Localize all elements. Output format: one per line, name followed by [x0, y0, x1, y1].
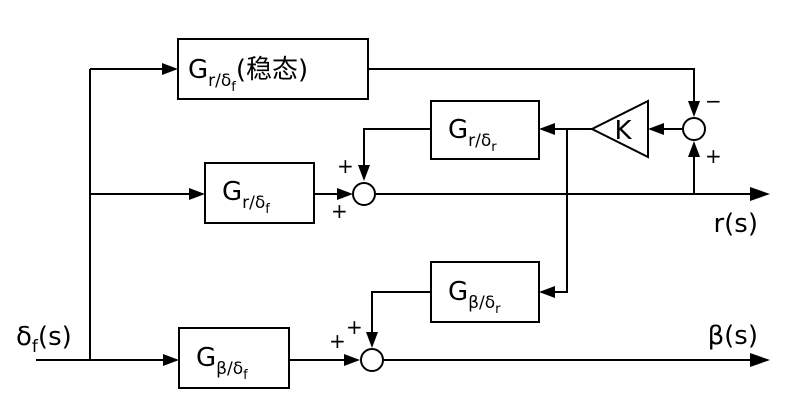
wire-gbdr-to-sum — [371, 291, 431, 333]
arrow-beta-output — [750, 353, 770, 367]
wire-grdr-to-sum — [363, 128, 431, 166]
arrow-into-mid-sum-from-above — [358, 165, 370, 181]
sum-junction-yaw-rate — [352, 182, 376, 206]
arrow-into-bot-sum-from-above — [366, 332, 378, 348]
output-beta-label: β(s) — [708, 321, 758, 351]
block-g-r-df-steady: Gr/δf(稳态) — [177, 38, 369, 100]
block-g-r-df-label: Gr/δf — [222, 177, 270, 217]
sign-feedback-top: − — [705, 89, 722, 113]
sum-junction-feedback — [682, 117, 706, 141]
arrow-into-mid-sum-from-left — [337, 188, 353, 200]
input-signal-label: δf(s) — [16, 322, 72, 357]
arrow-into-gbdr-block — [539, 286, 555, 298]
arrow-into-top-sum-from-above — [688, 101, 700, 117]
sign-sideslip-sum-left: + — [329, 329, 346, 353]
arrow-to-gbdf-block — [163, 354, 179, 366]
block-g-r-df: Gr/δf — [204, 162, 315, 224]
arrow-r-output — [750, 187, 770, 201]
arrow-into-gain — [648, 123, 664, 135]
arrow-into-bot-sum-from-left — [344, 354, 360, 366]
wire-gain-to-gbdr — [552, 129, 568, 293]
block-g-beta-dr-label: Gβ/δr — [448, 277, 501, 317]
arrow-into-top-sum-from-below — [688, 141, 700, 157]
sign-yaw-sum-top: + — [337, 154, 354, 178]
wire-steady-to-sum — [368, 68, 695, 102]
block-g-beta-df-label: Gβ/δf — [196, 343, 248, 383]
gain-block-k: K — [589, 99, 649, 159]
block-g-beta-dr: Gβ/δr — [430, 261, 540, 323]
gain-k-label: K — [614, 116, 632, 146]
sum-junction-sideslip — [360, 348, 384, 372]
arrow-into-grdr-block — [539, 123, 555, 135]
sign-feedback-bottom: + — [705, 144, 722, 168]
arrow-to-steady-block — [162, 63, 178, 75]
block-g-r-dr: Gr/δr — [430, 100, 540, 160]
block-g-r-df-steady-label: Gr/δf(稳态) — [188, 55, 308, 95]
arrow-to-grdf-block — [189, 188, 205, 200]
output-r-label: r(s) — [713, 209, 758, 239]
sign-yaw-sum-left: + — [331, 199, 348, 223]
block-g-r-dr-label: Gr/δr — [448, 115, 497, 155]
block-g-beta-df: Gβ/δf — [178, 327, 290, 389]
sign-sideslip-sum-top: + — [346, 315, 363, 339]
